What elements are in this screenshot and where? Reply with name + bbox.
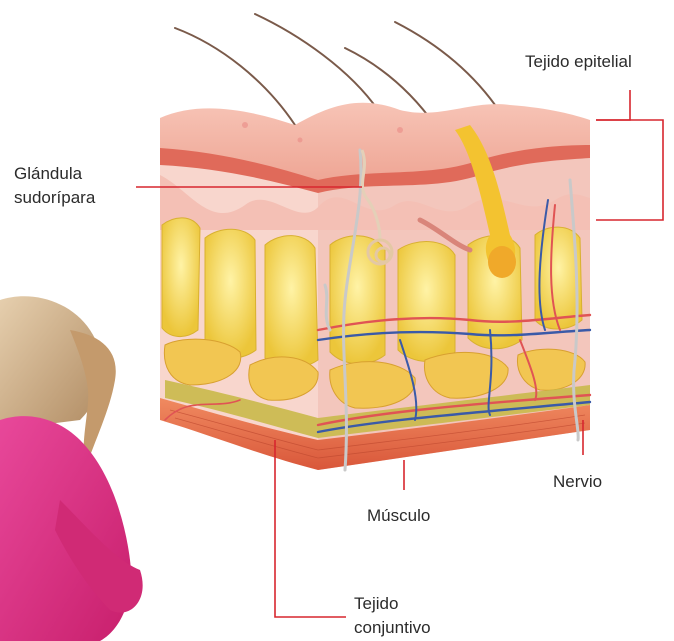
label-muscle: Músculo (367, 505, 430, 527)
label-connective-tissue: Tejido conjuntivo (354, 592, 431, 640)
label-connective-line2: conjuntivo (354, 616, 431, 640)
runner-girl-illustration (0, 296, 143, 641)
label-nerve: Nervio (553, 471, 602, 493)
label-sweat-gland: Glándula sudorípara (14, 162, 95, 210)
label-sweat-gland-line1: Glándula (14, 162, 95, 186)
skin-block (160, 103, 590, 470)
label-epithelial-tissue: Tejido epitelial (525, 51, 632, 73)
label-connective-line1: Tejido (354, 592, 431, 616)
label-sweat-gland-line2: sudorípara (14, 186, 95, 210)
